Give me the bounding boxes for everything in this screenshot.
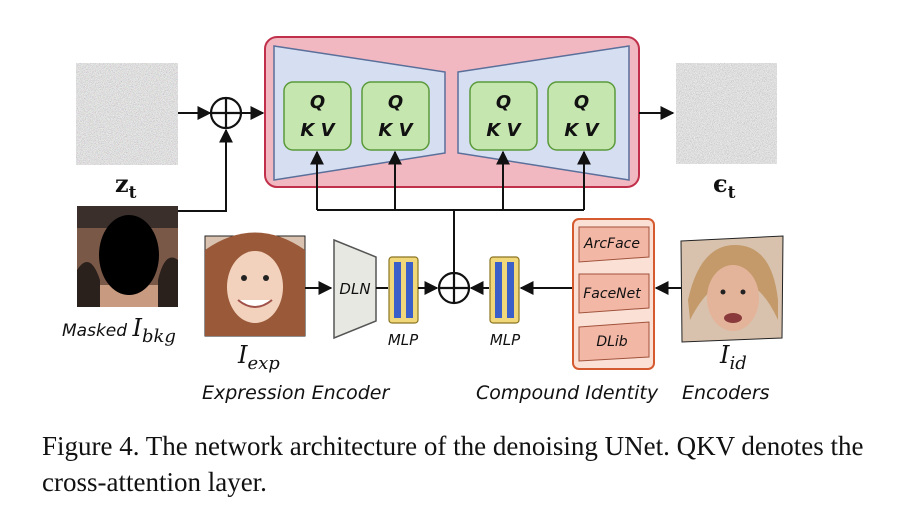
svg-text:Q: Q	[388, 92, 403, 113]
dln-label: DLN	[339, 280, 370, 298]
noise-latent-label: zt	[115, 169, 137, 203]
svg-text:FaceNet: FaceNet	[583, 286, 641, 302]
expression-face-image	[204, 232, 306, 337]
encoder-facenet: FaceNet	[578, 273, 650, 314]
expression-image-label: Iexp	[237, 341, 280, 374]
encoder-arcface: ArcFace	[578, 226, 650, 263]
sum-node-top	[209, 96, 243, 130]
attention-block-3: Q K V	[469, 81, 538, 151]
output-label: ϵt	[713, 169, 736, 203]
dln-block	[333, 238, 377, 340]
expression-encoder-title: Expression Encoder	[202, 382, 390, 404]
identity-mlp-label: MLP	[490, 331, 521, 349]
identity-mlp-block	[489, 256, 520, 324]
output-noise-image	[676, 63, 777, 164]
svg-text:Q: Q	[574, 92, 589, 113]
svg-text:Q: Q	[496, 92, 511, 113]
svg-text:Q: Q	[310, 92, 325, 113]
attention-block-4: Q K V	[547, 81, 616, 151]
masked-background-image	[77, 206, 178, 307]
svg-text:K V: K V	[378, 120, 414, 141]
identity-image-label: Iid	[719, 341, 747, 374]
identity-encoder-title-part2: Encoders	[682, 382, 770, 404]
sum-node-bottom	[437, 271, 471, 305]
attention-block-1: Q K V	[283, 81, 352, 151]
noise-latent-image	[76, 63, 178, 165]
attention-block-2: Q K V	[361, 81, 430, 151]
expression-mlp-label: MLP	[388, 331, 419, 349]
masked-background-label: Masked Ibkg	[62, 314, 176, 347]
svg-text:K V: K V	[486, 120, 522, 141]
svg-text:K V: K V	[300, 120, 336, 141]
svg-text:ArcFace: ArcFace	[583, 236, 640, 252]
identity-encoder-title-part1: Compound Identity	[476, 382, 659, 404]
svg-text:K V: K V	[564, 120, 600, 141]
figure-caption: Figure 4. The network architecture of th…	[42, 431, 864, 497]
identity-face-image	[680, 235, 784, 343]
arrow-background-to-sum	[178, 128, 233, 212]
expression-mlp-block	[388, 256, 419, 324]
encoder-dlib: DLib	[578, 321, 650, 362]
svg-text:DLib: DLib	[596, 334, 627, 350]
condition-distribution-lines	[310, 150, 591, 272]
